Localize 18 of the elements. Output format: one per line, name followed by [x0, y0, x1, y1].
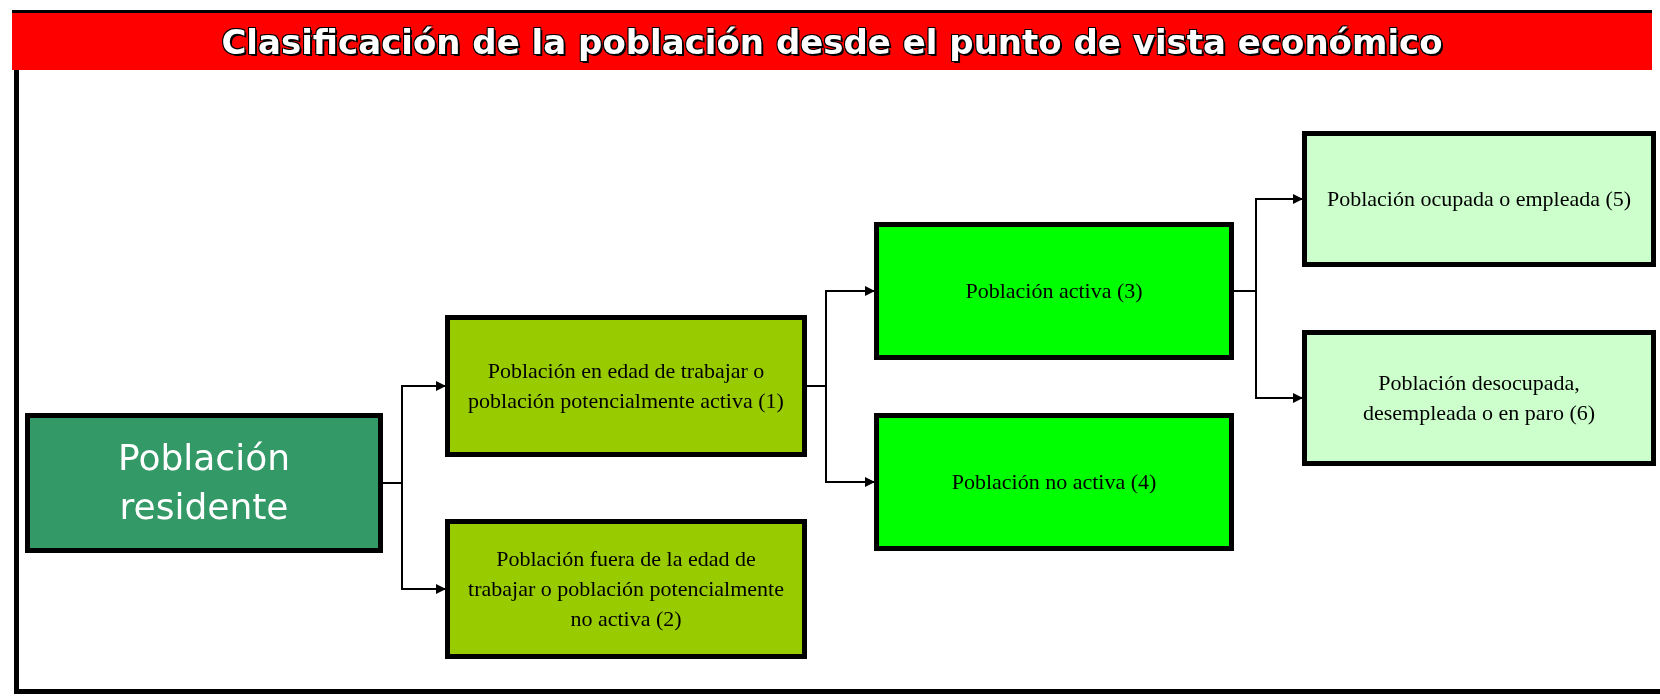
- arrow: [1233, 290, 1303, 403]
- box-label: Población no activa (4): [951, 468, 1157, 497]
- box-label: Población ocupada o empleada (5): [1326, 185, 1632, 214]
- box-label: Población en edad de trabajar o población potencialmente activa (1): [467, 357, 785, 415]
- arrow: [382, 482, 446, 594]
- process-box: [874, 413, 1234, 551]
- box-label: Población residente: [117, 436, 291, 529]
- arrow: [806, 385, 875, 487]
- box-label: Población desocupada, desempleada o en paro (6): [1361, 369, 1597, 427]
- process-box: [445, 315, 807, 457]
- process-box: [874, 222, 1234, 360]
- box-label: Población activa (3): [965, 277, 1143, 306]
- process-box: [1302, 131, 1656, 267]
- process-box: [445, 519, 807, 659]
- box-label: Población fuera de la edad de trabajar o población potencialmente no activa (2): [467, 545, 785, 633]
- process-box: [1302, 330, 1656, 466]
- title-banner: Clasificación de la población desde el punto de vista económico: [12, 10, 1652, 70]
- process-box: [25, 413, 383, 553]
